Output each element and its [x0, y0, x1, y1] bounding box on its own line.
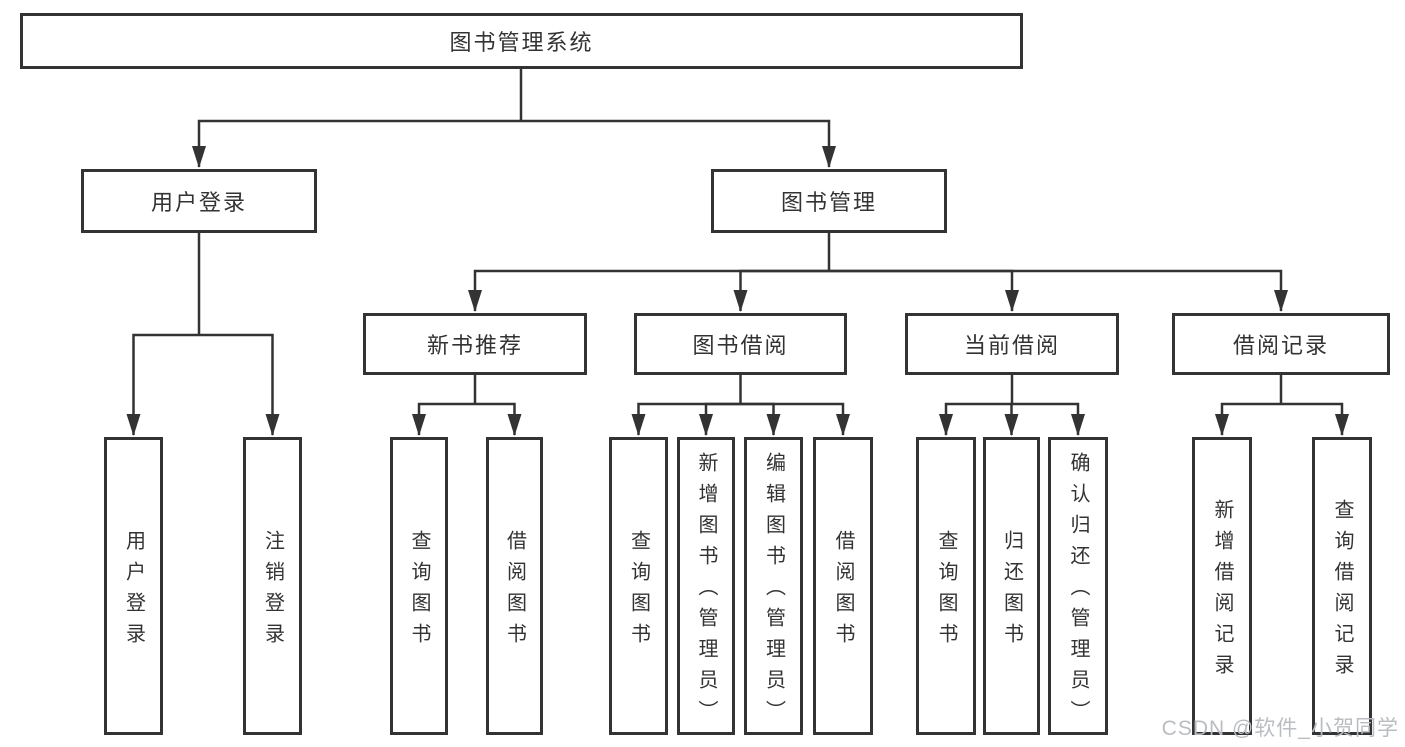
node-new-book-recommend: 新书推荐	[363, 313, 587, 375]
connector-user-login	[126, 233, 280, 436]
leaf-return-books-label: 归还图书	[1000, 529, 1023, 654]
csdn-watermark: CSDN @软件_小贺同学	[1161, 717, 1399, 740]
leaf-edit-books-admin-label: 编辑图书（管理员）	[762, 452, 785, 731]
connector-current-borrowing	[939, 375, 1085, 436]
node-book-borrowing: 图书借阅	[634, 313, 847, 375]
connector-root	[192, 69, 836, 168]
node-book-borrowing-label: 图书借阅	[692, 333, 789, 358]
leaf-add-books-admin-label: 新增图书（管理员）	[695, 452, 717, 731]
leaf-borrow-books-borrowing: 借阅图书	[813, 437, 873, 735]
leaf-borrow-books-recommend: 借阅图书	[486, 437, 543, 735]
leaf-confirm-return-admin: 确认归还（管理员）	[1048, 437, 1108, 735]
node-new-book-recommend-label: 新书推荐	[426, 333, 523, 358]
leaf-query-borrow-record-label: 查询借阅记录	[1331, 498, 1353, 685]
node-current-borrowing: 当前借阅	[905, 313, 1119, 375]
leaf-add-borrow-record: 新增借阅记录	[1192, 437, 1252, 735]
connector-new-book-recommend	[412, 375, 522, 436]
leaf-logout: 注销登录	[243, 437, 302, 735]
node-user-login: 用户登录	[81, 169, 317, 233]
leaf-query-books-borrowing: 查询图书	[609, 437, 668, 735]
leaf-user-login-label: 用户登录	[122, 529, 145, 654]
leaf-add-books-admin: 新增图书（管理员）	[677, 437, 735, 735]
leaf-confirm-return-admin-label: 确认归还（管理员）	[1067, 452, 1089, 731]
leaf-return-books: 归还图书	[983, 437, 1040, 735]
leaf-query-books-current-label: 查询图书	[935, 529, 957, 654]
connector-borrowing-records	[1215, 375, 1349, 436]
leaf-user-login: 用户登录	[104, 437, 163, 735]
node-book-management-label: 图书管理	[780, 190, 877, 215]
leaf-edit-books-admin: 编辑图书（管理员）	[744, 437, 803, 735]
leaf-query-books-recommend-label: 查询图书	[408, 529, 430, 654]
leaf-query-books-borrowing-label: 查询图书	[627, 529, 650, 654]
node-system-root: 图书管理系统	[20, 13, 1023, 69]
node-system-root-label: 图书管理系统	[449, 30, 594, 55]
leaf-logout-label: 注销登录	[261, 529, 284, 654]
leaf-add-borrow-record-label: 新增借阅记录	[1211, 498, 1233, 685]
node-borrowing-records: 借阅记录	[1172, 313, 1390, 375]
node-book-management: 图书管理	[711, 169, 947, 233]
connector-book-management	[468, 233, 1288, 312]
node-borrowing-records-label: 借阅记录	[1232, 333, 1329, 358]
leaf-query-borrow-record: 查询借阅记录	[1312, 437, 1372, 735]
leaf-borrow-books-borrowing-label: 借阅图书	[832, 529, 854, 654]
leaf-query-books-current: 查询图书	[916, 437, 976, 735]
connector-book-borrowing	[631, 375, 850, 436]
leaf-borrow-books-recommend-label: 借阅图书	[503, 529, 526, 654]
leaf-query-books-recommend: 查询图书	[390, 437, 448, 735]
node-current-borrowing-label: 当前借阅	[963, 333, 1060, 358]
node-user-login-label: 用户登录	[150, 190, 247, 215]
